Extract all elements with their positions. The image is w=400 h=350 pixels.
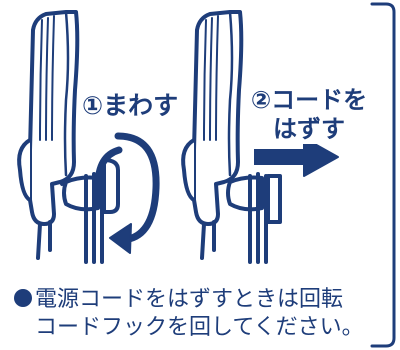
note-line2: コードフックを回してください。 xyxy=(35,315,364,340)
right-arrow-icon xyxy=(254,137,339,177)
bullet-dot-icon xyxy=(14,289,32,307)
instruction-note: 電源コードをはずすときは回転 コードフックを回してください。 xyxy=(14,286,394,342)
right-cord-hook xyxy=(226,172,282,264)
left-cord-hook xyxy=(62,158,120,264)
left-handle xyxy=(17,10,80,260)
step2-label: ②コードを はずす xyxy=(244,86,374,144)
frame-border xyxy=(370,2,396,348)
right-handle xyxy=(181,10,244,260)
step2-label-line2: はずす xyxy=(273,114,345,143)
step2-label-line1: ②コードを xyxy=(250,86,368,114)
note-line1: 電源コードをはずすときは回転 xyxy=(35,287,344,312)
step1-label: ①まわす xyxy=(82,91,179,121)
rotate-arrow-icon xyxy=(94,132,160,254)
